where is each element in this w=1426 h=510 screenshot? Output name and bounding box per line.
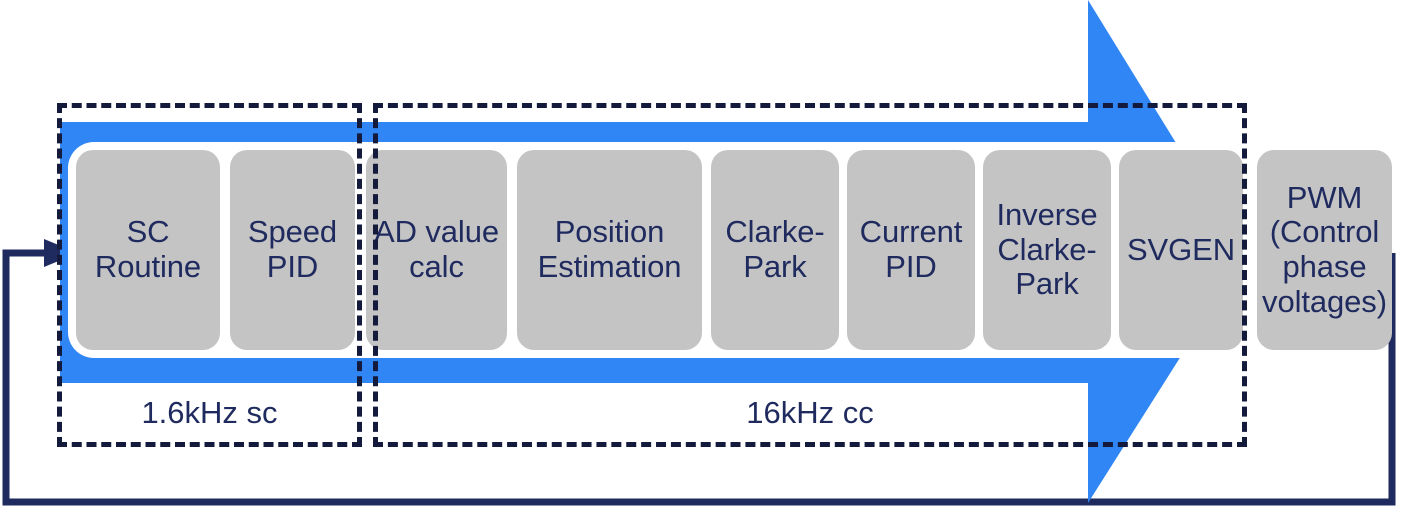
block-label-inverse-clarke-park: Inverse Clarke- Park [996, 196, 1098, 302]
block-label-pwm: PWM (Control phase voltages) [1262, 179, 1387, 319]
block-clarke-park[interactable]: Clarke- Park [711, 150, 839, 350]
block-sc-routine[interactable]: SC Routine [76, 150, 220, 350]
group-label-cc: 16kHz cc [746, 395, 874, 430]
block-svgen[interactable]: SVGEN [1119, 150, 1243, 350]
block-label-svgen: SVGEN [1126, 231, 1236, 267]
block-position-estimation[interactable]: Position Estimation [517, 150, 702, 350]
block-label-position-estimation: Position Estimation [537, 214, 682, 284]
block-label-clarke-park: Clarke- Park [725, 214, 825, 284]
block-pwm[interactable]: PWM (Control phase voltages) [1257, 150, 1392, 350]
block-speed-pid[interactable]: Speed PID [230, 150, 355, 350]
group-label-sc: 1.6kHz sc [141, 395, 278, 430]
block-label-speed-pid: Speed PID [247, 214, 338, 284]
block-label-current-pid: Current PID [859, 214, 963, 284]
block-ad-value-calc[interactable]: AD value calc [366, 150, 507, 350]
block-current-pid[interactable]: Current PID [847, 150, 975, 350]
block-label-sc-routine: SC Routine [94, 214, 202, 284]
block-inverse-clarke-park[interactable]: Inverse Clarke- Park [983, 150, 1111, 350]
block-label-ad-value-calc: AD value calc [374, 214, 499, 284]
